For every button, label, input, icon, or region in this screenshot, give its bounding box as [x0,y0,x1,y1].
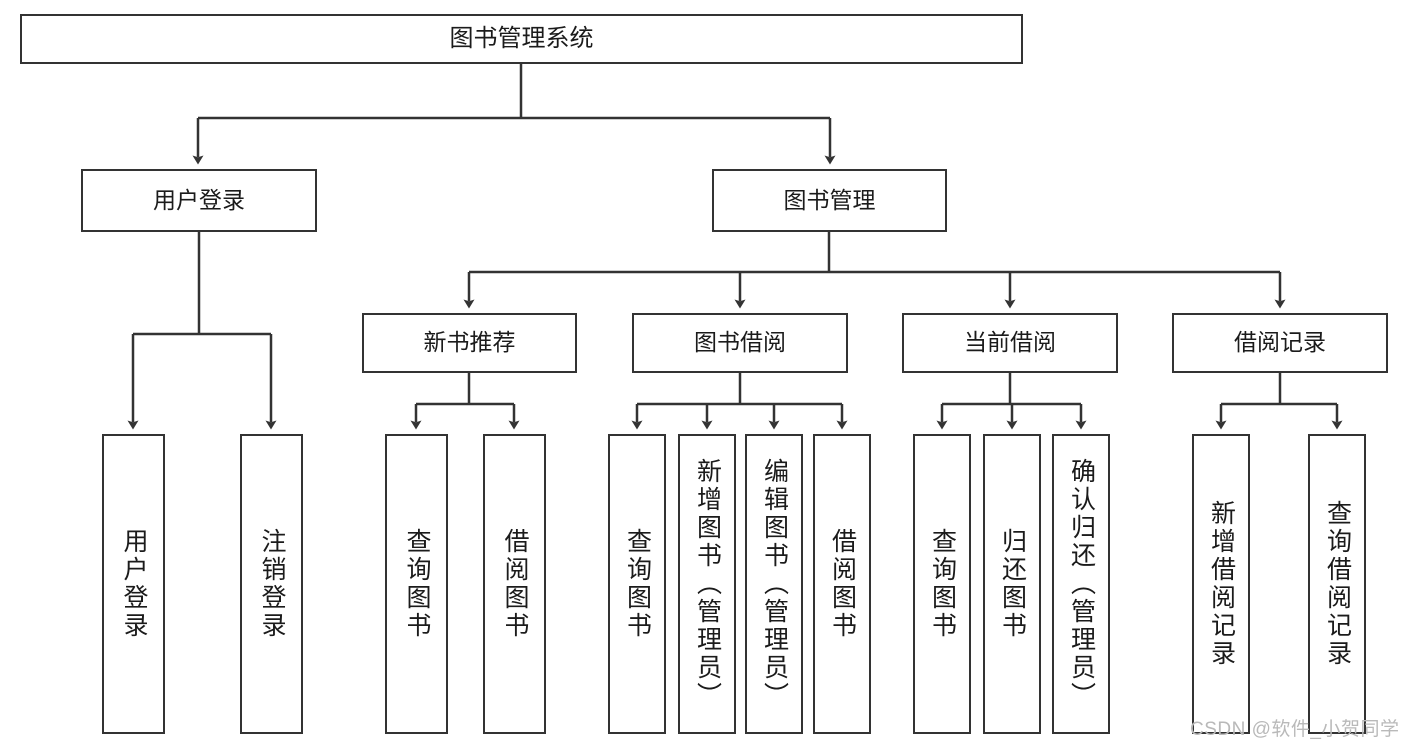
node-leaf-logout-login[interactable]: 注销登录 [240,434,303,734]
node-label: 新书推荐 [423,329,516,356]
node-label: 图书管理系统 [449,24,594,52]
node-label: 编辑图书（管理员） [760,458,789,710]
node-user-login[interactable]: 用户登录 [81,169,317,232]
node-label: 当前借阅 [964,329,1056,356]
node-leaf-edit-book-admin[interactable]: 编辑图书（管理员） [745,434,803,734]
node-leaf-query-borrow-record[interactable]: 查询借阅记录 [1308,434,1366,734]
node-leaf-return-book[interactable]: 归还图书 [983,434,1041,734]
node-label: 归还图书 [998,528,1027,640]
node-label: 图书管理 [783,186,876,213]
node-leaf-query-book-recommend[interactable]: 查询图书 [385,434,448,734]
node-root[interactable]: 图书管理系统 [20,14,1023,64]
node-leaf-add-borrow-record[interactable]: 新增借阅记录 [1192,434,1250,734]
node-borrow-record[interactable]: 借阅记录 [1172,313,1388,373]
node-label: 查询借阅记录 [1323,500,1352,668]
node-leaf-confirm-return-admin[interactable]: 确认归还（管理员） [1052,434,1110,734]
node-leaf-query-book-current[interactable]: 查询图书 [913,434,971,734]
node-label: 借阅图书 [828,528,857,640]
node-label: 查询图书 [403,528,431,640]
node-label: 图书借阅 [694,329,786,356]
node-label: 查询图书 [928,528,957,640]
node-label: 确认归还（管理员） [1067,458,1096,710]
node-label: 新增图书（管理员） [693,458,722,710]
node-leaf-query-book-borrow[interactable]: 查询图书 [608,434,666,734]
node-book-borrow[interactable]: 图书借阅 [632,313,848,373]
node-label: 借阅记录 [1234,329,1326,356]
node-leaf-borrow-book[interactable]: 借阅图书 [813,434,871,734]
node-leaf-borrow-book-recommend[interactable]: 借阅图书 [483,434,546,734]
node-book-manage[interactable]: 图书管理 [712,169,947,232]
node-current-borrow[interactable]: 当前借阅 [902,313,1118,373]
node-new-book-recommend[interactable]: 新书推荐 [362,313,577,373]
node-label: 新增借阅记录 [1207,500,1236,668]
csdn-watermark: CSDN @软件_小贺同学 [1190,719,1400,740]
node-leaf-add-book-admin[interactable]: 新增图书（管理员） [678,434,736,734]
node-label: 用户登录 [153,186,245,213]
node-label: 用户登录 [120,528,148,640]
node-label: 查询图书 [623,528,652,640]
node-label: 注销登录 [258,528,286,640]
node-label: 借阅图书 [501,528,529,640]
node-leaf-user-login[interactable]: 用户登录 [102,434,165,734]
